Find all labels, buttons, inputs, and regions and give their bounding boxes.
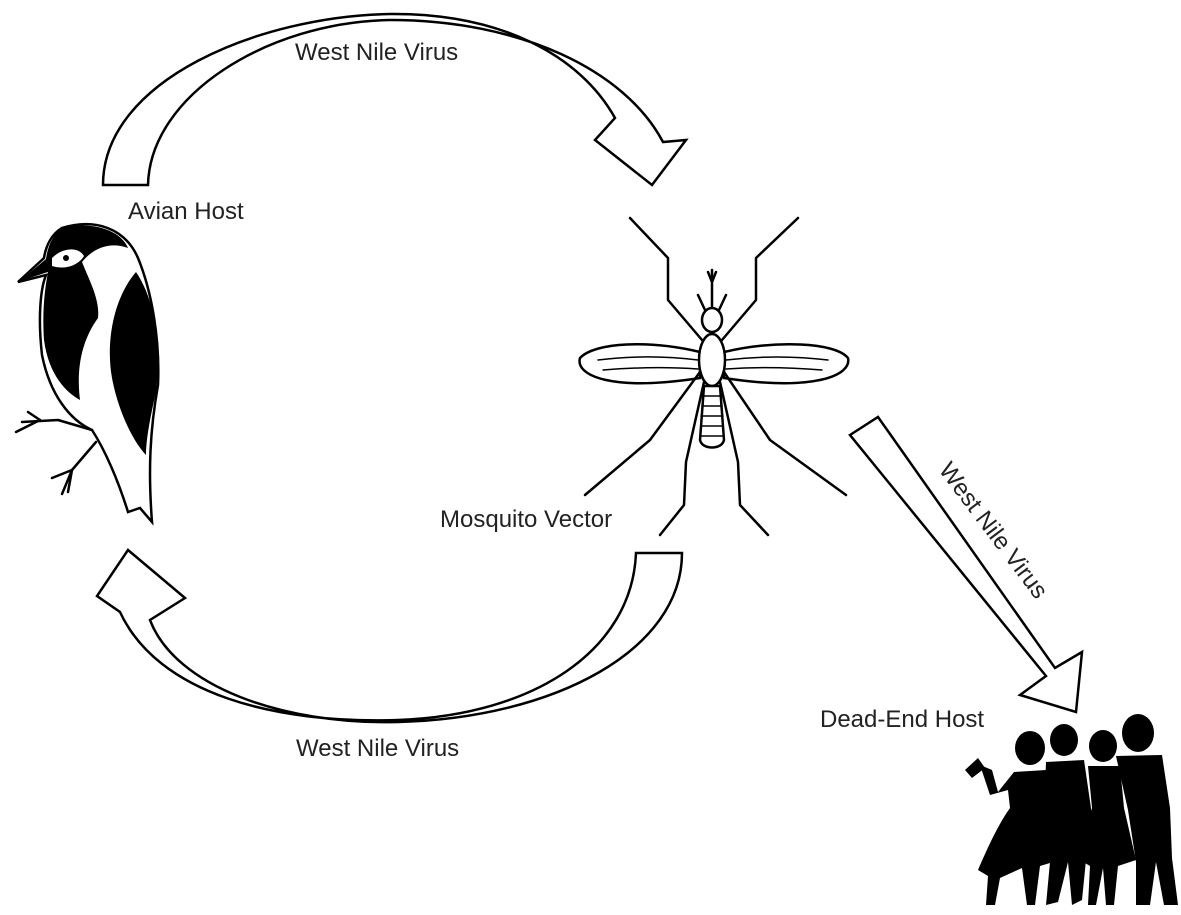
avian-host-label: Avian Host bbox=[128, 198, 244, 225]
mosquito-vector-label: Mosquito Vector bbox=[440, 506, 612, 533]
mosquito-icon bbox=[580, 218, 849, 535]
arrow-mosquito-to-people bbox=[850, 417, 1082, 712]
bird-icon bbox=[16, 224, 158, 522]
people-silhouette-icon bbox=[965, 714, 1178, 905]
virus-label-top: West Nile Virus bbox=[295, 39, 458, 66]
virus-label-bottom: West Nile Virus bbox=[296, 735, 459, 762]
dead-end-host-label: Dead-End Host bbox=[820, 706, 984, 733]
arrow-mosquito-to-bird bbox=[97, 550, 682, 722]
